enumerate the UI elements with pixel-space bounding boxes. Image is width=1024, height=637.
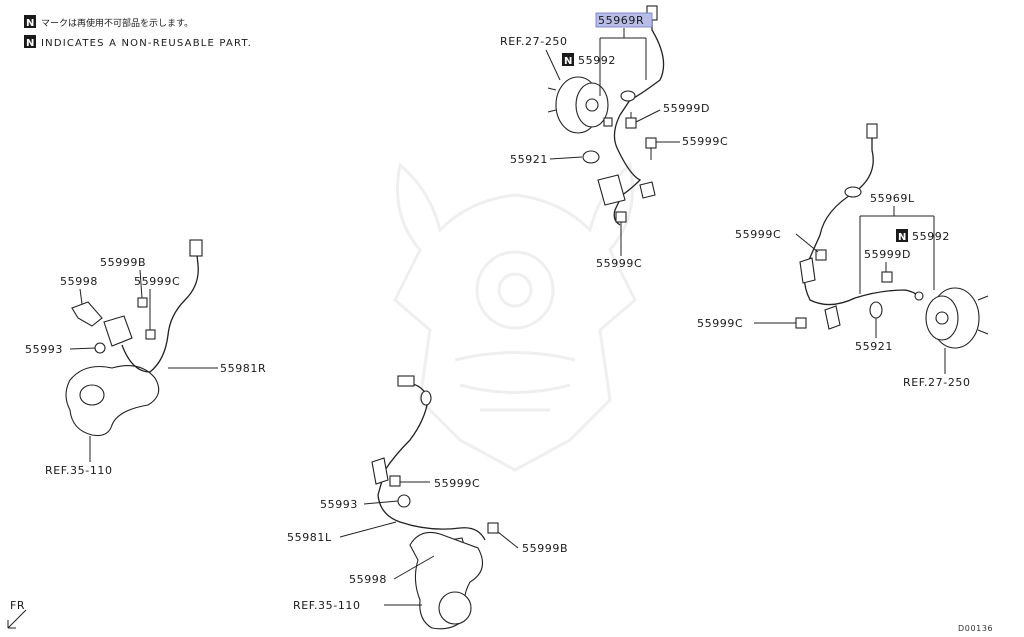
label-55998-left[interactable]: 55998	[349, 573, 387, 586]
label-ref-35-110-left[interactable]: REF.35-110	[293, 599, 361, 612]
rear-left-connector	[397, 375, 415, 387]
rear-left-sensor-wire	[377, 381, 486, 541]
front-left-sensor-head	[914, 291, 924, 301]
label-55992-right[interactable]: 55992	[578, 54, 616, 67]
label-55999C-rear-right[interactable]: 55999C	[134, 275, 180, 288]
rear-right-sensor-body	[103, 315, 133, 347]
label-55999C-right-1[interactable]: 55999C	[682, 135, 728, 148]
front-right-bolt-d	[625, 112, 637, 129]
label-55992-left[interactable]: 55992	[912, 230, 950, 243]
front-left-hub	[925, 287, 989, 349]
label-55999C-left-1[interactable]: 55999C	[735, 228, 781, 241]
label-55999B-right[interactable]: 55999B	[100, 256, 146, 269]
svg-text:INDICATES A NON-REUSABLE PART.: INDICATES A NON-REUSABLE PART.	[41, 38, 252, 49]
rear-left-grommet	[397, 494, 411, 508]
front-left-bolt-c-upper	[815, 249, 827, 261]
label-ref-27-250-right[interactable]: REF.27-250	[500, 35, 568, 48]
front-left-bolt-c-lower	[795, 317, 807, 329]
front-right-hub	[547, 76, 609, 134]
front-right-bracket-2	[639, 181, 656, 199]
front-left-assembly: 55969L 55999C N 55992 55999D 55999C 5592…	[697, 123, 989, 389]
rear-left-assembly: 55999C 55993 55981L 55999B 55998 REF.35-…	[287, 375, 568, 630]
rear-right-knuckle	[65, 365, 160, 437]
front-right-assembly: 55969R REF.27-250 N 55992 55999D 55999C …	[500, 5, 728, 270]
drawing-code: D00136	[958, 624, 993, 633]
rear-right-bolt-c	[145, 329, 156, 340]
front-right-bolt-c-upper	[645, 137, 657, 160]
rear-right-grommet	[94, 342, 106, 354]
nonreusable-note-en: N INDICATES A NON-REUSABLE PART.	[24, 35, 252, 49]
svg-text:N: N	[564, 56, 572, 67]
front-left-grommet	[844, 186, 862, 198]
svg-text:マークは再使用不可部品を示します。: マークは再使用不可部品を示します。	[41, 17, 193, 29]
rear-right-bracket	[71, 301, 103, 327]
label-55998-right[interactable]: 55998	[60, 275, 98, 288]
label-55981L[interactable]: 55981L	[287, 531, 332, 544]
watermark-logo	[393, 162, 637, 472]
front-right-sensor-head	[603, 117, 613, 127]
front-right-clip	[582, 150, 600, 164]
front-right-sensor-wire	[613, 12, 665, 226]
fr-arrow-icon	[7, 609, 27, 629]
label-55999C-right-2[interactable]: 55999C	[596, 257, 642, 270]
label-55993-left[interactable]: 55993	[320, 498, 358, 511]
front-left-bracket-2	[824, 305, 841, 330]
label-55921-right[interactable]: 55921	[510, 153, 548, 166]
label-55969L[interactable]: 55969L	[870, 192, 915, 205]
label-55999C-left-2[interactable]: 55999C	[697, 317, 743, 330]
label-55981R[interactable]: 55981R	[220, 362, 266, 375]
front-left-sensor-wire	[803, 130, 919, 306]
front-right-bolt-c-lower	[615, 211, 627, 228]
front-left-bolt-d	[881, 271, 893, 283]
svg-text:N: N	[26, 38, 34, 49]
fr-direction-indicator: FR	[7, 599, 27, 629]
rear-right-connector	[189, 239, 203, 257]
label-ref-27-250-left[interactable]: REF.27-250	[903, 376, 971, 389]
front-right-bracket	[597, 174, 626, 206]
label-55999D-right[interactable]: 55999D	[663, 102, 710, 115]
nonreusable-note-jp: N マークは再使用不可部品を示します。	[24, 15, 193, 29]
label-55921-left[interactable]: 55921	[855, 340, 893, 353]
svg-text:FR: FR	[10, 599, 25, 612]
rear-left-grommet-upper	[420, 390, 432, 406]
svg-text:N: N	[26, 18, 34, 29]
label-ref-35-110-right[interactable]: REF.35-110	[45, 464, 113, 477]
rear-left-bolt-b	[487, 522, 499, 534]
svg-text:N: N	[898, 232, 906, 243]
front-left-clip	[869, 301, 883, 319]
rear-left-bracket-upper	[371, 457, 389, 485]
label-55999D-left[interactable]: 55999D	[864, 248, 911, 261]
label-55969R[interactable]: 55969R	[598, 14, 644, 27]
front-left-connector	[866, 123, 878, 139]
rear-left-bolt-c	[389, 475, 401, 487]
front-right-grommet	[620, 90, 636, 102]
label-55993-right[interactable]: 55993	[25, 343, 63, 356]
rear-right-sensor-wire	[121, 244, 199, 373]
rear-right-assembly: 55999B 55998 55999C 55993 55981R REF.35-…	[25, 239, 266, 477]
rear-right-bolt-b	[137, 297, 148, 308]
label-55999B-left[interactable]: 55999B	[522, 542, 568, 555]
highlight-55969R	[595, 12, 653, 28]
front-left-bracket	[799, 257, 816, 284]
label-55999C-rear-left[interactable]: 55999C	[434, 477, 480, 490]
